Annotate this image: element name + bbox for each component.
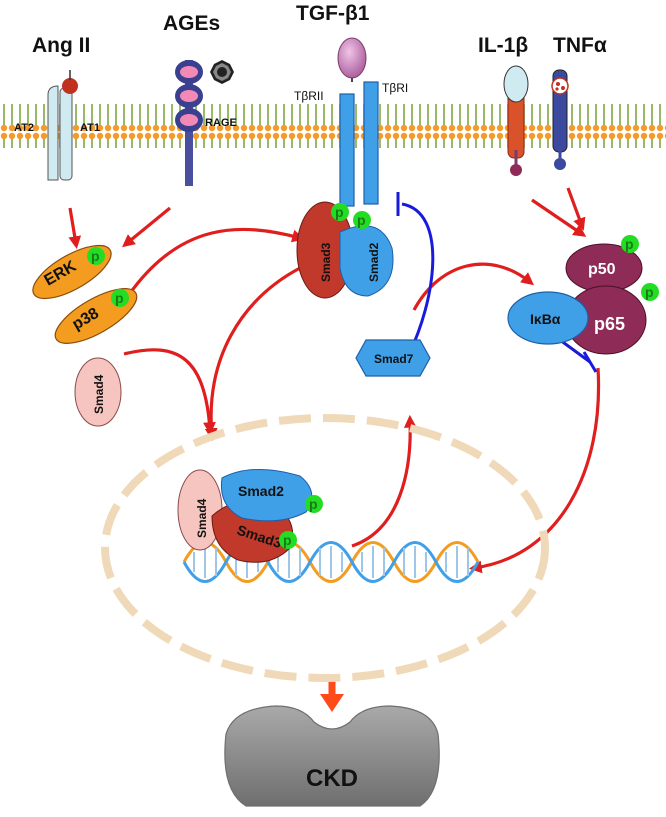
p50-phospho-label: p: [625, 236, 634, 252]
dna-helix: [182, 541, 480, 583]
tgf-beta-receptor-complex: [337, 37, 379, 207]
arrow-to-ckd-head: [320, 694, 344, 712]
p65-phospho-label: p: [645, 284, 654, 300]
tnf-receptor: [551, 69, 569, 170]
p38-phospho-label: p: [115, 290, 124, 306]
smad3-membrane-phospho-label: p: [335, 204, 344, 220]
arrow-p38-to-smad3: [126, 227, 305, 297]
smad7-label: Smad7: [374, 352, 414, 366]
p50-phospho: [621, 235, 639, 253]
smad2-nuc-protein: [220, 469, 313, 522]
il-1-receptor: [503, 65, 529, 176]
at-receptor: [47, 70, 78, 181]
ikba-label: IκBα: [530, 311, 561, 327]
p65-label: p65: [594, 314, 625, 334]
ckd-label: CKD: [306, 765, 358, 792]
arrow-nfkb-to-dna: [468, 367, 601, 574]
smad2-membrane-label: Smad2: [367, 242, 381, 282]
nucleus-envelope: [101, 414, 549, 682]
rage-label: RAGE: [205, 117, 237, 129]
erk-phospho: [87, 247, 105, 265]
inhibition-lines: [396, 192, 598, 373]
smad3-nuc-phospho: [279, 531, 297, 549]
activation-arrows: [68, 187, 601, 574]
smad3-nuc-phospho-label: p: [283, 532, 292, 548]
p50-label: p50: [588, 261, 616, 278]
arrow-smad7-to-nfkb: [412, 262, 535, 311]
smad3-membrane-phospho: [331, 203, 349, 221]
smad4-cyto-label: Smad4: [92, 374, 106, 414]
smad2-membrane-phospho-label: p: [357, 212, 366, 228]
smad2-membrane-phospho: [353, 211, 371, 229]
ages-label: AGEs: [163, 12, 220, 35]
tbri-label: TβRI: [382, 81, 408, 95]
smad2-nuc-phospho: [305, 495, 323, 513]
tgf-beta1-ligand: [337, 37, 367, 79]
at2-label: AT2: [14, 122, 34, 134]
inhibit-smad7-to-tbr: [401, 202, 435, 357]
smad4-nuc-label: Smad4: [195, 498, 209, 538]
il-1beta-label: IL-1β: [478, 34, 528, 57]
smad4-cyto-protein: [74, 357, 122, 427]
arrow-tnf-to-nfkb: [566, 187, 586, 231]
arrow-smad4-to-nucleus: [123, 348, 216, 436]
at1-label: AT1: [80, 122, 100, 134]
erk-phospho-label: p: [91, 248, 100, 264]
arrow-smad3-to-nucleus: [204, 266, 301, 442]
smad3-membrane-label: Smad3: [319, 242, 333, 282]
arrow-dna-to-smad7: [351, 414, 417, 548]
rage-receptor: [175, 60, 234, 186]
ikba-protein: [507, 291, 589, 345]
p38-phospho: [111, 289, 129, 307]
ang-ii-ligand: [62, 78, 78, 94]
arrow-at-to-erk: [68, 207, 82, 250]
smad2-membrane-protein: [339, 225, 394, 297]
ang-ii-label: Ang II: [32, 34, 90, 57]
smad2-nuc-label: Smad2: [238, 483, 284, 499]
arrow-rage-to-erk: [122, 206, 172, 248]
inhibit-ikba: [559, 338, 591, 364]
tgf-beta1-label: TGF-β1: [296, 2, 370, 25]
ages-ligand: [210, 60, 234, 84]
nfkb-complex: [507, 243, 647, 355]
smad2-3-membrane-complex: [296, 201, 394, 299]
p65-phospho: [641, 283, 659, 301]
smad2-nuc-phospho-label: p: [309, 496, 318, 512]
ckd-kidney-shape: [224, 705, 440, 807]
smad7-protein: [355, 339, 431, 377]
nuclear-smad-complex: [177, 469, 313, 563]
tbrii-label: TβRII: [294, 89, 324, 103]
tnf-alpha-label: TNFα: [553, 34, 607, 57]
